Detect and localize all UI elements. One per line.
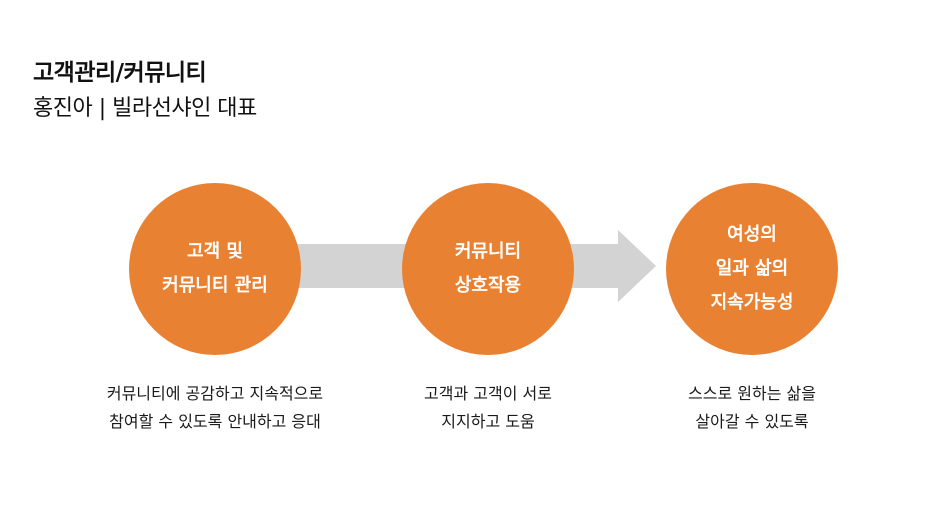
step-2-caption-line-2: 지지하고 도움 xyxy=(441,412,535,431)
step-3-circle-line-2: 일과 삶의 xyxy=(715,258,789,279)
page-title: 고객관리/커뮤니티 xyxy=(33,60,207,86)
step-1-caption: 커뮤니티에 공감하고 지속적으로 참여할 수 있도록 안내하고 응대 xyxy=(65,380,365,436)
step-1-circle-line-2: 커뮤니티 관리 xyxy=(162,275,268,296)
step-2-circle-line-1: 커뮤니티 xyxy=(454,241,522,262)
step-2-circle-line-2: 상호작용 xyxy=(454,275,522,296)
step-2-caption: 고객과 고객이 서로 지지하고 도움 xyxy=(338,380,638,436)
step-3-caption-line-2: 살아갈 수 있도록 xyxy=(695,412,809,431)
step-2-caption-line-1: 고객과 고객이 서로 xyxy=(424,384,552,403)
page-subtitle: 홍진아 | 빌라선샤인 대표 xyxy=(33,96,257,121)
step-3-circle-line-1: 여성의 xyxy=(727,224,777,245)
step-1-circle: 고객 및 커뮤니티 관리 xyxy=(129,183,301,355)
step-1-circle-line-1: 고객 및 xyxy=(187,241,243,262)
step-1-caption-line-2: 참여할 수 있도록 안내하고 응대 xyxy=(109,412,321,431)
step-3-caption-line-1: 스스로 원하는 삶을 xyxy=(688,384,816,403)
step-3-caption: 스스로 원하는 삶을 살아갈 수 있도록 xyxy=(602,380,902,436)
step-3-circle-line-3: 지속가능성 xyxy=(710,292,794,313)
step-2-circle: 커뮤니티 상호작용 xyxy=(402,183,574,355)
step-3-circle: 여성의 일과 삶의 지속가능성 xyxy=(666,183,838,355)
step-1-caption-line-1: 커뮤니티에 공감하고 지속적으로 xyxy=(106,384,324,403)
